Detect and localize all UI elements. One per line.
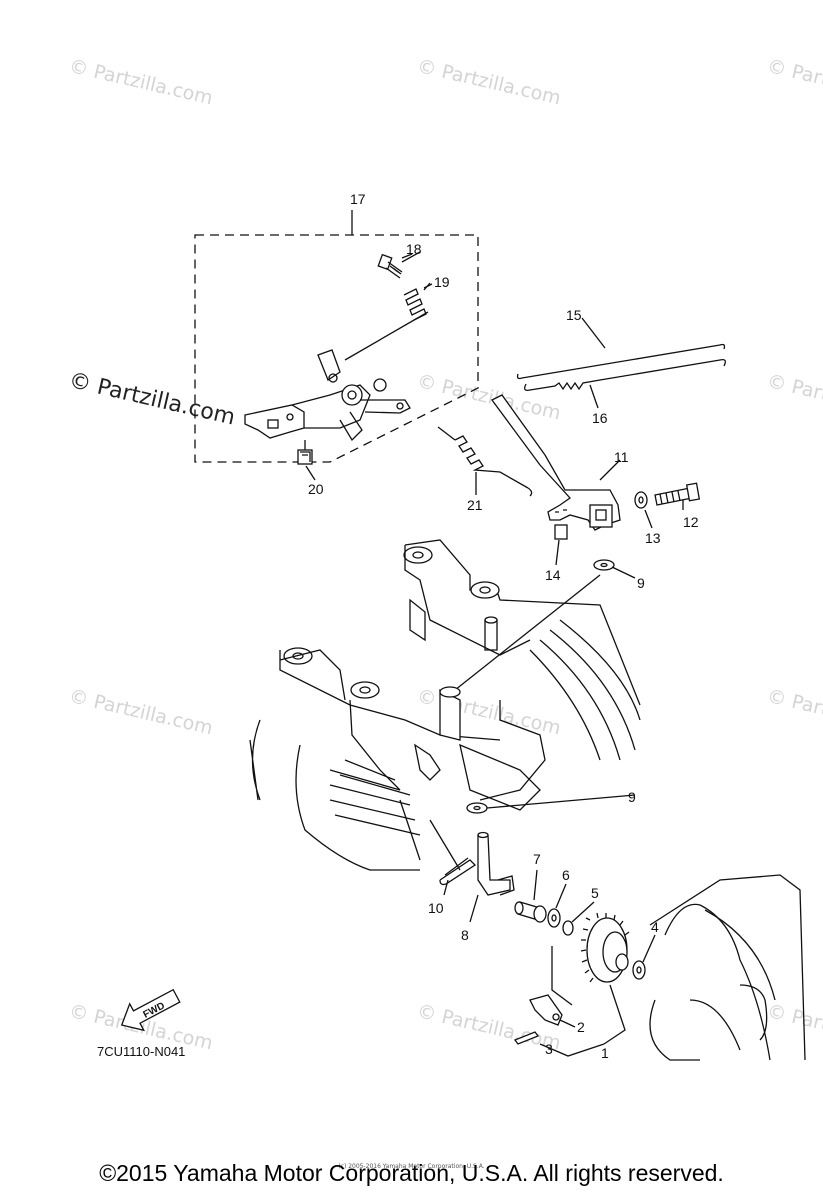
- pin-10-shape: [439, 857, 477, 886]
- gear-1-shape: [580, 912, 630, 983]
- diagram-code: 7CU1110-N041: [97, 1044, 185, 1059]
- callout-12: 12: [683, 514, 699, 530]
- callout-20: 20: [308, 481, 324, 497]
- engine-housing-shape: [249, 539, 641, 871]
- copyright-footer: ©2015 Yamaha Motor Corporation, U.S.A. A…: [99, 1160, 724, 1186]
- callout-10: 10: [428, 900, 444, 916]
- washer-4-shape: [632, 960, 646, 980]
- bracket-2-shape: [529, 994, 563, 1026]
- callout-2: 2: [577, 1019, 585, 1035]
- washer-9-lower-shape: [466, 802, 488, 814]
- callout-5: 5: [591, 885, 599, 901]
- assembly-box-17: [194, 234, 479, 463]
- washer-6-shape: [547, 908, 561, 928]
- callout-14: 14: [545, 567, 561, 583]
- callout-11: 11: [614, 449, 629, 465]
- governor-bracket-shape: [244, 349, 411, 442]
- callout-3: 3: [545, 1041, 553, 1057]
- callout-8: 8: [461, 927, 469, 943]
- small-copyright: (c) 2005-2016 Yamaha Motor Corporation, …: [338, 1163, 485, 1170]
- leader-lines: [305, 251, 684, 1057]
- rod-15-shape: [516, 343, 726, 380]
- clip-14-shape: [554, 524, 568, 540]
- callout-15: 15: [566, 307, 582, 323]
- collar-7-shape: [514, 901, 547, 923]
- fwd-arrow: FWD: [120, 988, 181, 1032]
- spring-21-shape: [437, 426, 529, 489]
- callout-21: 21: [467, 497, 483, 513]
- washer-9-upper-shape: [593, 559, 615, 571]
- bolt-12-shape: [654, 482, 701, 506]
- spring-19-shape: [403, 288, 427, 321]
- bolt-18-shape: [377, 253, 403, 279]
- callout-17: 17: [350, 191, 366, 207]
- callout-7: 7: [533, 851, 541, 867]
- rod-16-shape: [524, 358, 726, 392]
- callout-4: 4: [651, 919, 659, 935]
- callout-9-lower: 9: [628, 789, 636, 805]
- callout-13: 13: [645, 530, 661, 546]
- callout-16: 16: [592, 410, 608, 426]
- crankcase-outline-shape: [649, 874, 806, 1061]
- shaft-8-shape: [477, 831, 515, 896]
- callout-19: 19: [434, 274, 450, 290]
- washer-13-shape: [634, 491, 648, 509]
- fwd-label: FWD: [142, 1000, 167, 1020]
- lever-11-shape: [491, 394, 621, 531]
- callout-9-upper: 9: [637, 575, 645, 591]
- callout-1: 1: [601, 1045, 609, 1061]
- callout-18: 18: [406, 241, 422, 257]
- pin-3-shape: [513, 1031, 540, 1045]
- circlip-5-shape: [562, 920, 574, 936]
- callout-6: 6: [562, 867, 570, 883]
